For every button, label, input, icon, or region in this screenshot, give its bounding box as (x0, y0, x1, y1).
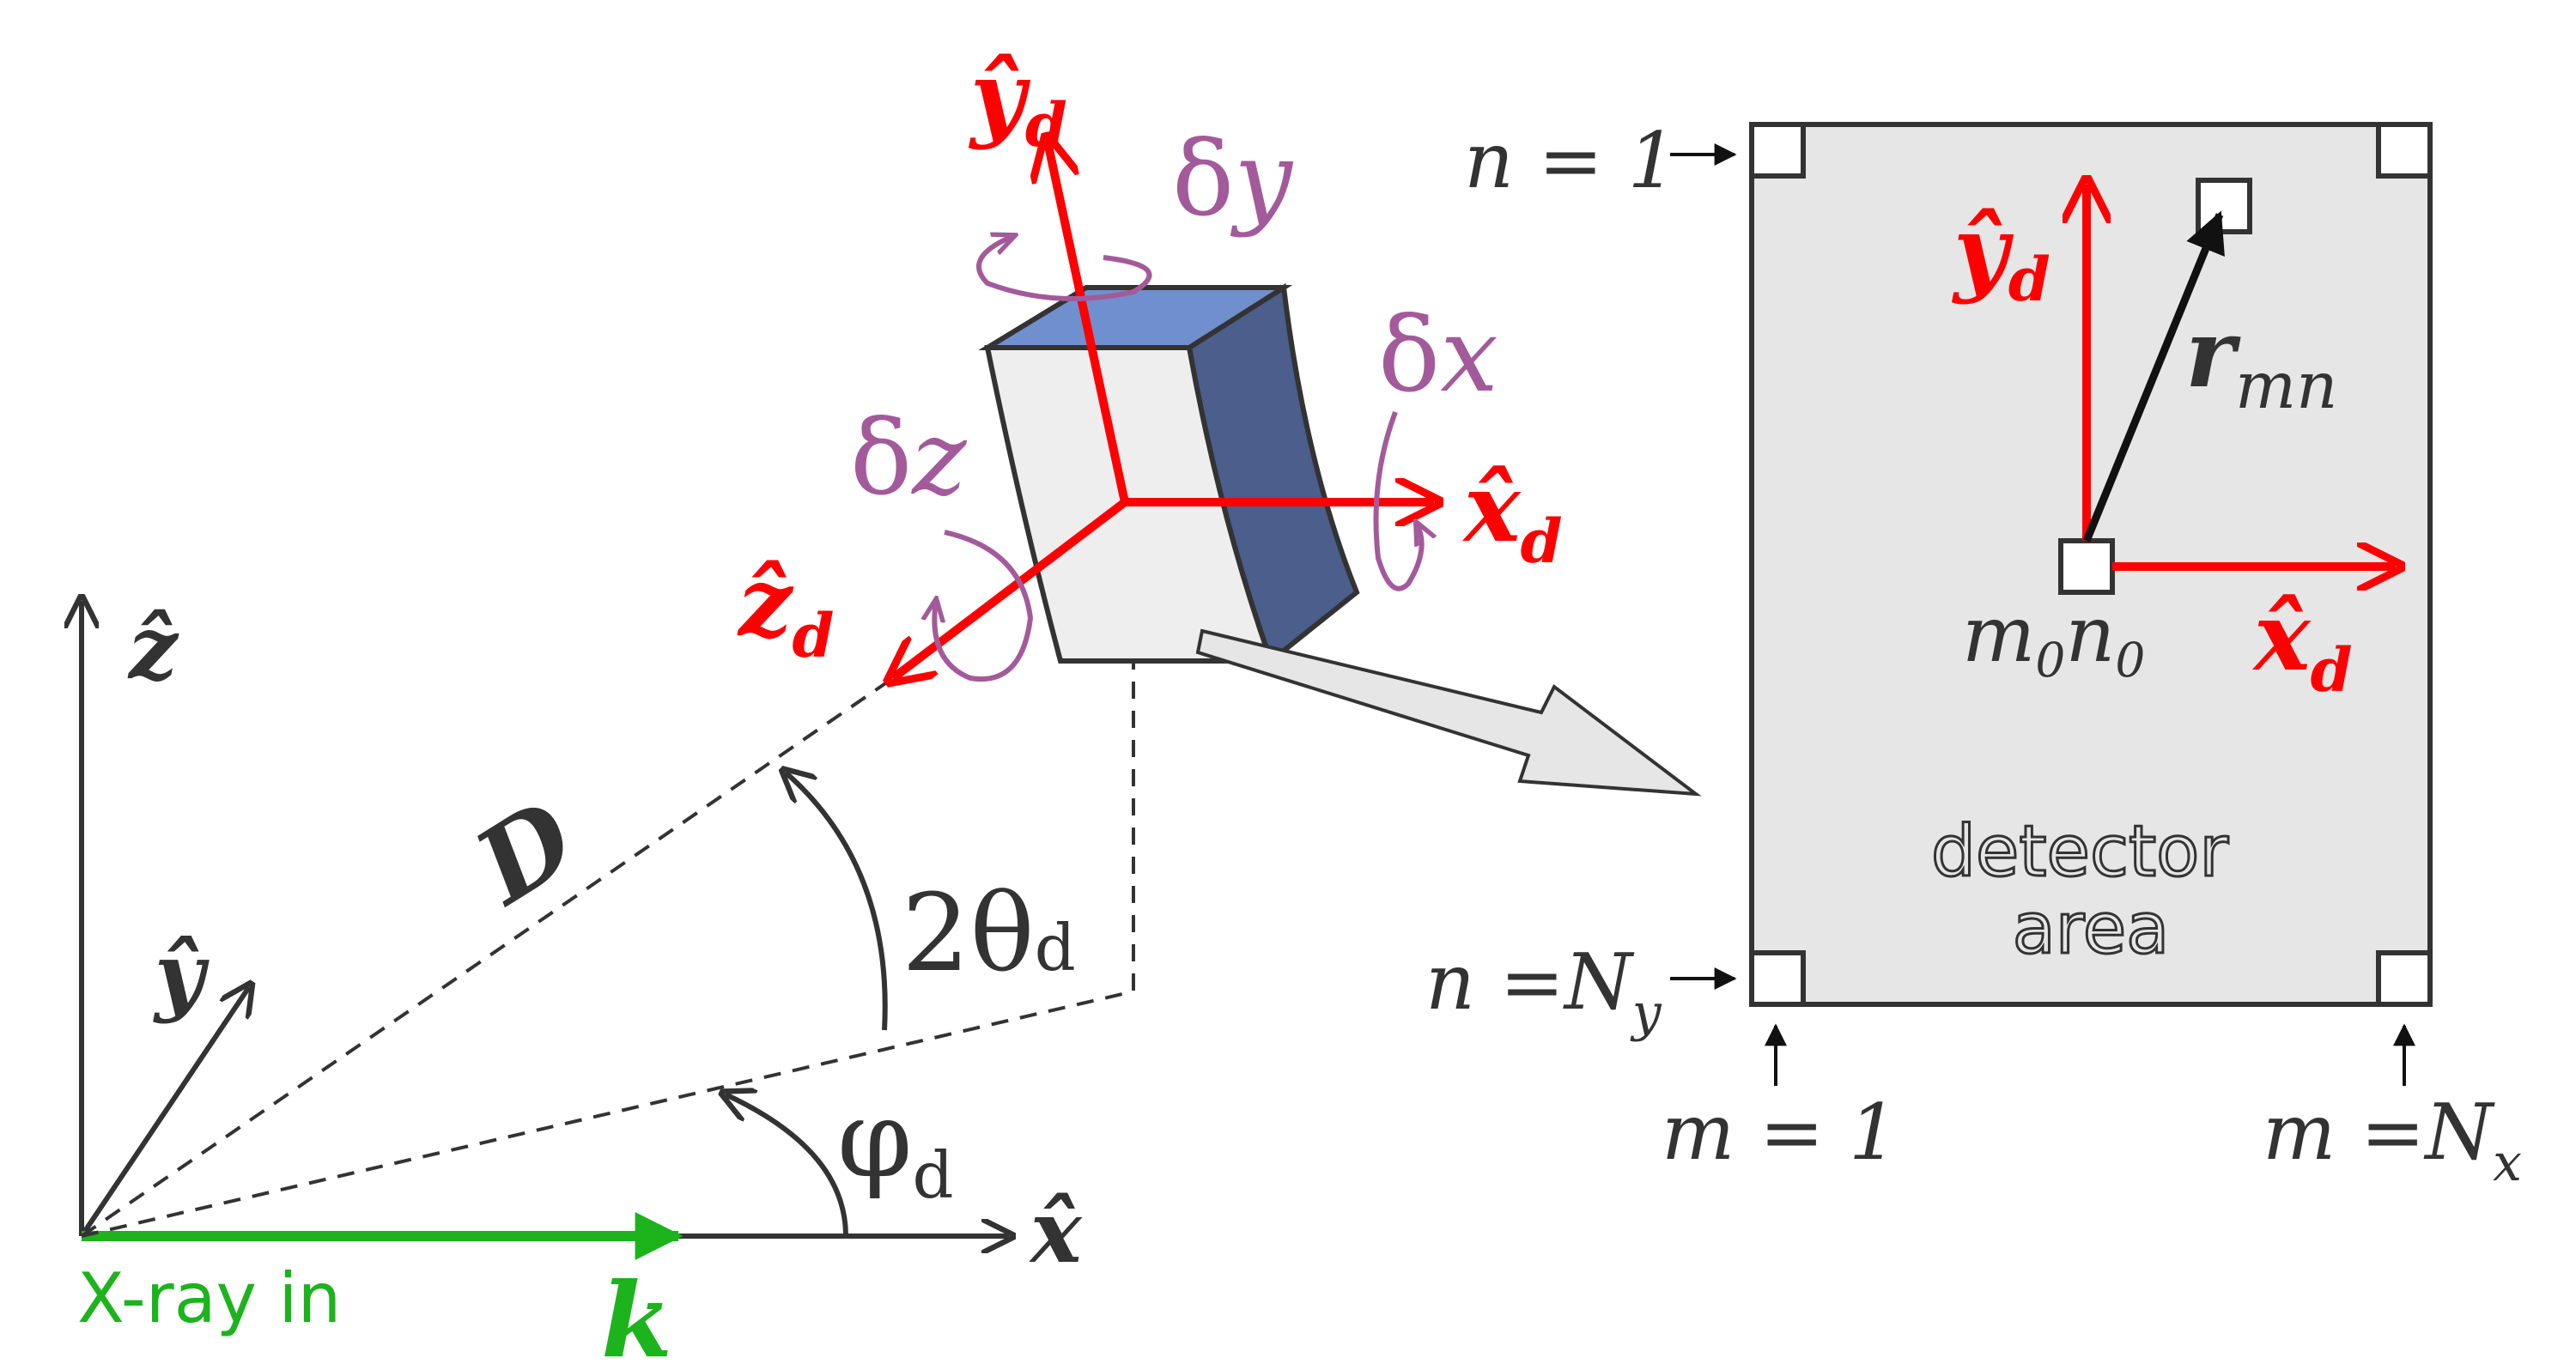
m0n0-label: m0n0 (1962, 590, 2145, 688)
r-mn-vector (2082, 210, 2225, 543)
projection-line (81, 990, 1134, 1238)
pixel-bottom-left (1749, 950, 1806, 1007)
pixel-top-right (2376, 122, 2433, 179)
panel-index-labels: n = 1 n =Ny m = 1 m =Nx (1425, 116, 2522, 1193)
y-axis (79, 987, 249, 1238)
n1-label: n = 1 (1464, 116, 1677, 206)
xd-axis-label: x̂d (1462, 452, 1563, 577)
pixel-bottom-right (2376, 950, 2433, 1007)
delta-x-rotation (1373, 410, 1422, 591)
distance-line (80, 676, 895, 1238)
zoom-arrow (1195, 628, 1702, 797)
pixel-target (2196, 178, 2252, 234)
panel-yd-label: ŷd (1951, 195, 2050, 315)
pixel-center (2058, 538, 2115, 595)
xray-beam: X-ray in k (77, 1212, 683, 1370)
xray-caption: X-ray in (77, 1258, 341, 1338)
nNy-label: n =Ny (1425, 937, 1662, 1043)
delta-z-rotation (934, 530, 1034, 682)
mNx-label: m =Nx (2263, 1088, 2522, 1193)
zd-axis-label: ẑd (737, 547, 834, 671)
yd-axis-label: ŷd (968, 40, 1067, 161)
m1-label: m = 1 (1662, 1088, 1898, 1178)
construction-lines (80, 506, 1135, 1238)
detector-local-axes (893, 142, 1434, 678)
detector-area-label: detector area (1931, 811, 2251, 970)
detector-cube (978, 282, 1360, 665)
delta-x-label: δx (1378, 296, 1498, 415)
rotation-arrows (934, 236, 1422, 682)
delta-y-rotation (976, 236, 1152, 301)
two-theta-arc (786, 773, 888, 1031)
two-theta-label: 2θd (902, 871, 1076, 996)
delta-y-label: δy (1172, 120, 1294, 239)
detector-panel: ŷd x̂d rmn m0n0 detector area (1749, 122, 2433, 1007)
angle-arcs (726, 773, 888, 1237)
phi-arc (726, 1094, 848, 1237)
phi-label: φd (837, 1077, 954, 1213)
z-axis-label: ẑ (127, 597, 179, 699)
delta-z-label: δz (850, 399, 967, 518)
zd-axis (893, 499, 1128, 678)
k-label: k (601, 1260, 672, 1370)
y-axis-label: ŷ (153, 924, 210, 1025)
panel-xd-label: x̂d (2252, 581, 2353, 706)
distance-label: D (453, 778, 596, 929)
x-axis-label: x̂ (1029, 1181, 1083, 1282)
pixel-top-left (1749, 122, 1806, 179)
yd-axis (1048, 142, 1129, 504)
r-mn-label: rmn (2185, 298, 2337, 423)
